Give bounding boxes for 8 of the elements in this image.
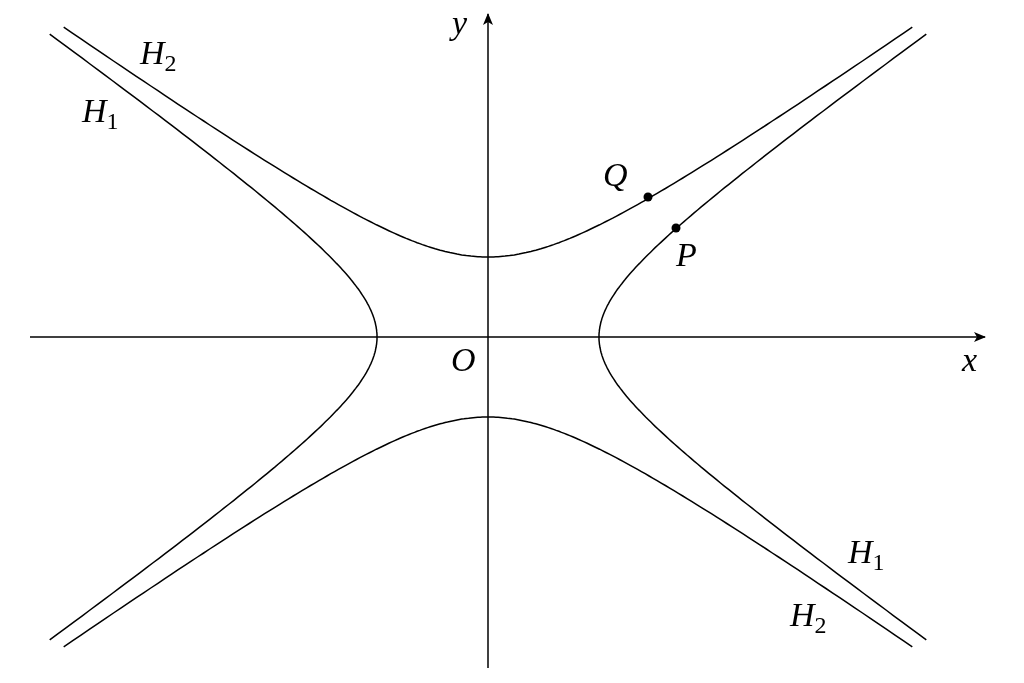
curve-label: H$_{1}$ bbox=[82, 94, 119, 134]
axis-label: x bbox=[962, 343, 978, 377]
curve-label: H$_{2}$ bbox=[790, 598, 827, 638]
origin-label: O bbox=[451, 343, 476, 377]
curve-label: H$_{2}$ bbox=[140, 36, 177, 76]
point-label: P bbox=[676, 238, 697, 272]
curve-label: H$_{1}$ bbox=[848, 535, 885, 575]
point-label: Q bbox=[603, 158, 628, 192]
